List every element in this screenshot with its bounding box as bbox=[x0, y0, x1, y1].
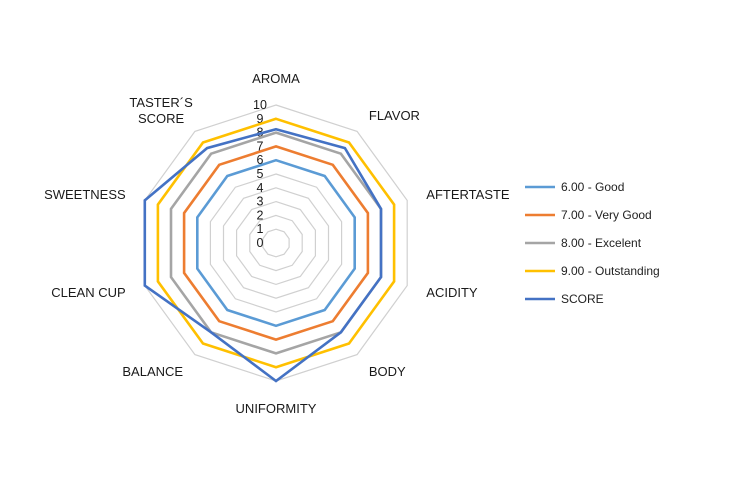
series-3-line bbox=[156, 117, 396, 369]
category-labels: AROMA FLAVOR AFTERTASTE ACIDITY BODY UNIFORMI… bbox=[44, 71, 510, 416]
grid-ring-5 bbox=[209, 173, 343, 313]
category-label-6: BALANCE bbox=[122, 364, 183, 379]
series-0-line bbox=[196, 158, 357, 328]
tick-label-6: 6 bbox=[257, 153, 264, 167]
grid-ring-2 bbox=[249, 214, 303, 272]
series-1-line bbox=[182, 145, 370, 341]
category-label-2: AFTERTASTE bbox=[426, 187, 510, 202]
grid-ring-3 bbox=[236, 200, 316, 286]
tick-label-0: 0 bbox=[257, 236, 264, 250]
grid-ring-4 bbox=[222, 187, 330, 299]
category-label-5: UNIFORMITY bbox=[236, 401, 317, 416]
legend: 6.00 - Good 7.00 - Very Good 8.00 - Excele… bbox=[525, 180, 660, 306]
grid-ring-1 bbox=[262, 228, 290, 258]
radar-series bbox=[143, 117, 396, 383]
category-label-1: FLAVOR bbox=[369, 108, 420, 123]
category-label-7: CLEAN CUP bbox=[51, 285, 125, 300]
tick-label-1: 1 bbox=[257, 222, 264, 236]
tick-label-7: 7 bbox=[257, 139, 264, 153]
tick-label-10: 10 bbox=[253, 98, 267, 112]
tick-label-3: 3 bbox=[257, 195, 264, 209]
legend-label-0: 6.00 - Good bbox=[561, 180, 624, 194]
category-label-3: ACIDITY bbox=[426, 285, 478, 300]
series-4-line bbox=[143, 127, 383, 383]
tick-label-5: 5 bbox=[257, 167, 264, 181]
category-label-8: SWEETNESS bbox=[44, 187, 126, 202]
legend-label-2: 8.00 - Excelent bbox=[561, 236, 642, 250]
tick-label-2: 2 bbox=[257, 208, 264, 222]
legend-label-3: 9.00 - Outstanding bbox=[561, 264, 660, 278]
category-label-0: AROMA bbox=[252, 71, 300, 86]
tick-label-4: 4 bbox=[257, 181, 264, 195]
legend-label-1: 7.00 - Very Good bbox=[561, 208, 652, 222]
legend-label-4: SCORE bbox=[561, 292, 604, 306]
category-label-4: BODY bbox=[369, 364, 406, 379]
series-2-line bbox=[169, 131, 383, 355]
tick-label-9: 9 bbox=[257, 112, 264, 126]
